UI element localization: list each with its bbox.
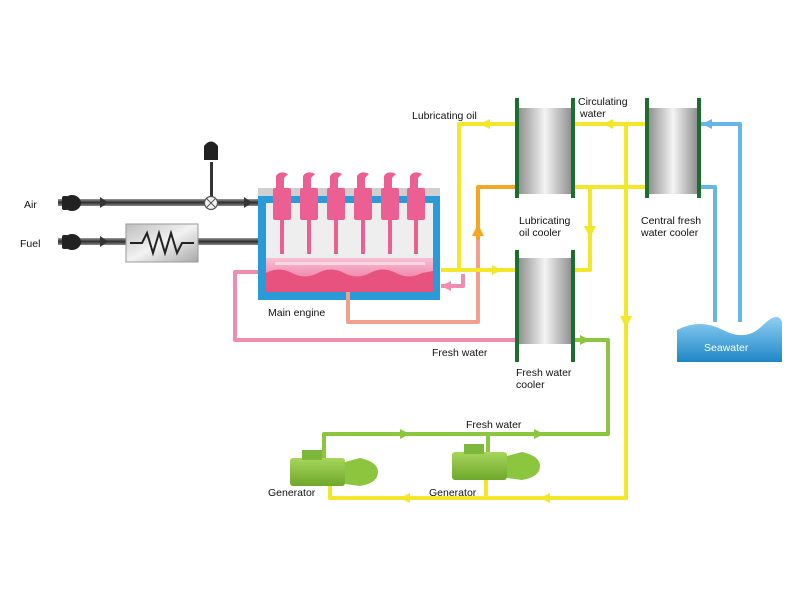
air-label: Air	[24, 199, 37, 211]
main-engine-label: Main engine	[268, 307, 325, 319]
fresh-water-generator-label: Fresh water	[466, 419, 522, 431]
fresh-water-cooler	[515, 250, 575, 362]
fresh-water-pink-loop	[233, 270, 516, 342]
orange-line	[472, 185, 518, 240]
lubricating-oil-line	[441, 119, 518, 275]
fuel-heater-icon	[125, 223, 199, 263]
central-cooler-label-1: Central fresh	[641, 215, 701, 227]
fuel-label: Fuel	[20, 238, 40, 250]
circulating-water-label-2: water	[579, 108, 606, 120]
fuel-pump-icon	[62, 234, 81, 250]
seawater-label: Seawater	[704, 342, 749, 354]
circulating-water-line	[328, 119, 648, 503]
central-cooler-label-2: water cooler	[640, 227, 699, 239]
air-blower-icon	[62, 195, 81, 211]
lubricating-oil-cooler-label-1: Lubricating	[519, 215, 571, 227]
seawater-line	[698, 119, 742, 322]
generator-2-icon	[452, 444, 540, 480]
engine-pistons	[273, 172, 425, 254]
lubricating-oil-cooler	[515, 98, 575, 198]
seawater-tank	[677, 316, 782, 362]
fresh-water-cooler-label-1: Fresh water	[516, 367, 572, 379]
generator-2-label: Generator	[429, 487, 477, 499]
fresh-water-cooler-label-2: cooler	[516, 379, 545, 391]
fresh-water-salmon-line	[346, 240, 480, 324]
central-fresh-water-cooler	[645, 98, 701, 198]
fresh-water-green-line	[322, 335, 610, 458]
fresh-water-main-label: Fresh water	[432, 347, 488, 359]
lubricating-oil-label: Lubricating oil	[412, 110, 477, 122]
generator-1-icon	[290, 450, 378, 486]
lubricating-oil-cooler-label-2: oil cooler	[519, 227, 562, 239]
generator-1-label: Generator	[268, 487, 316, 499]
air-line	[58, 197, 258, 208]
main-engine	[258, 188, 440, 300]
air-valve-icon	[203, 141, 219, 211]
circulating-water-label-1: Circulating	[578, 96, 628, 108]
